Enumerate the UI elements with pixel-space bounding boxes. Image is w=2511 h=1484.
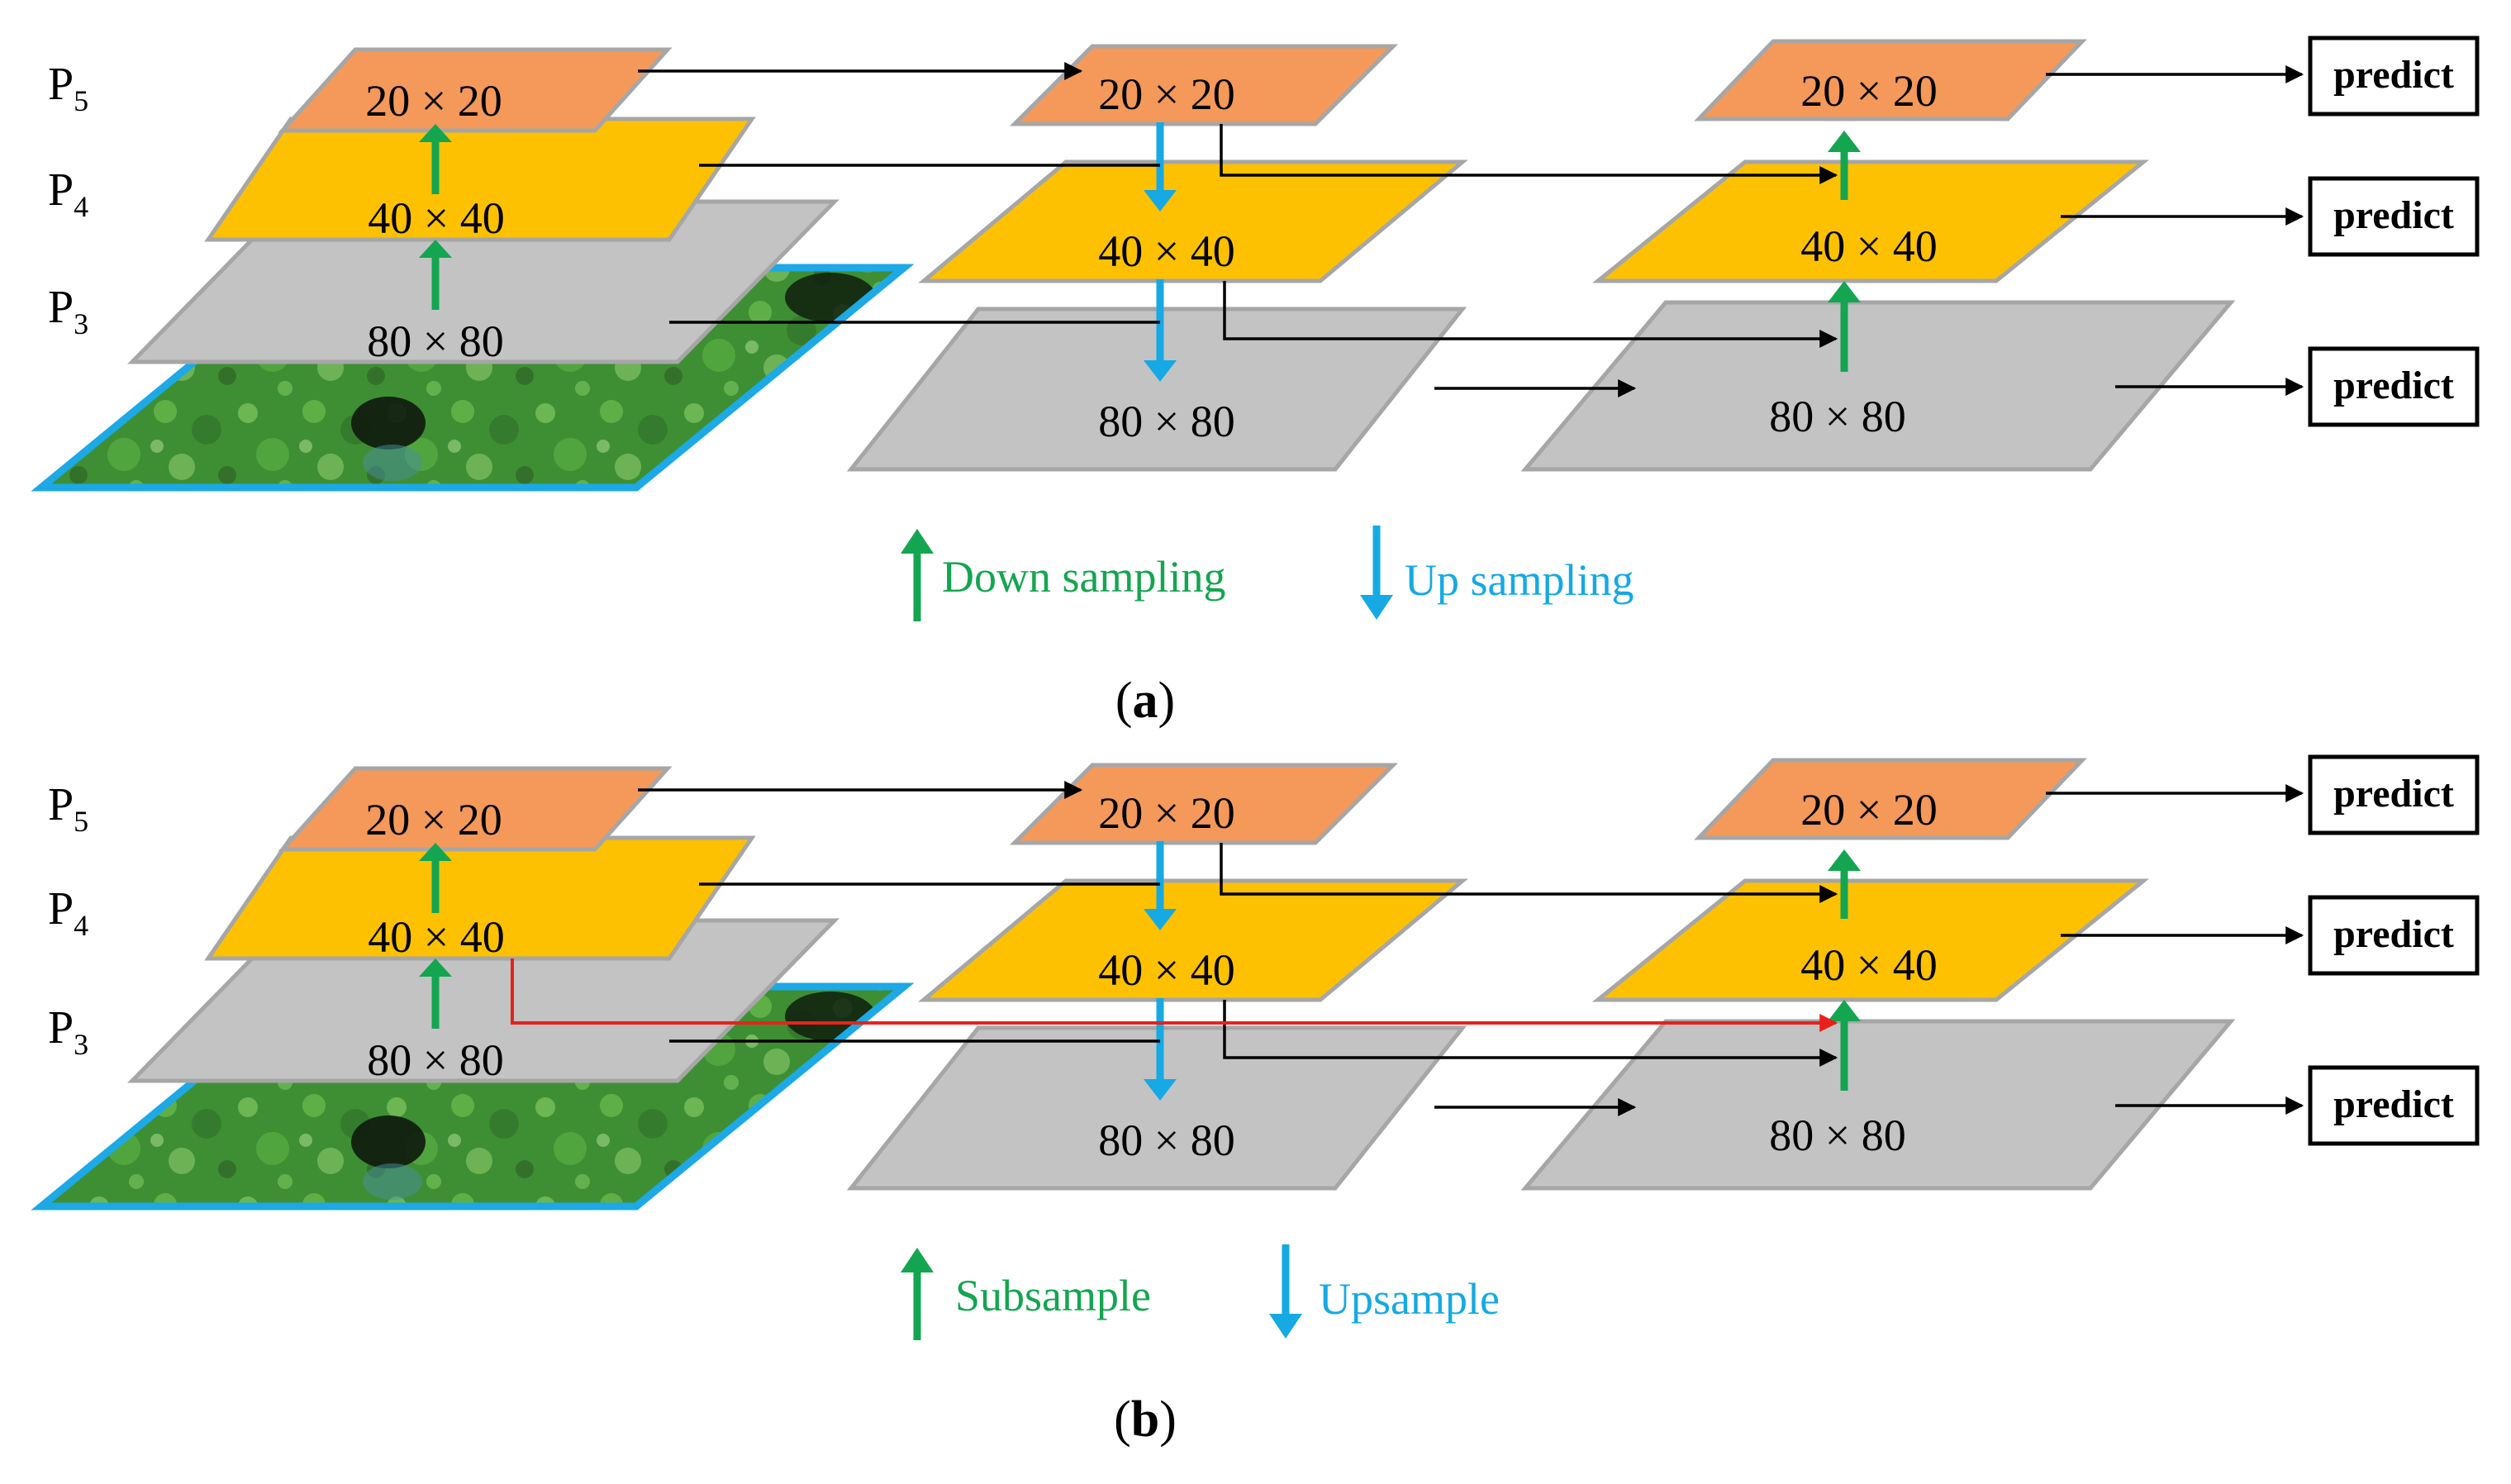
legend-up-label: Upsample xyxy=(1319,1274,1500,1324)
predict-box-p5: predict xyxy=(2308,754,2480,835)
topdown-p3-size: 80 × 80 xyxy=(1098,397,1234,446)
backbone-p3-size: 80 × 80 xyxy=(367,1035,503,1085)
bottomup-p4-plane xyxy=(1591,159,2150,283)
topdown-p3-plane xyxy=(846,1025,1467,1191)
bottomup-p4-plane xyxy=(1591,878,2150,1002)
backbone-p5-plane xyxy=(278,47,673,133)
svg-text:predict: predict xyxy=(2333,53,2454,97)
topdown-p5-size: 20 × 20 xyxy=(1098,788,1234,838)
blue-down-arrow-icon xyxy=(1144,1079,1177,1101)
level-label-p3: P3 xyxy=(48,1002,88,1061)
svg-text:predict: predict xyxy=(2333,772,2454,816)
bottomup-p4-size: 40 × 40 xyxy=(1800,221,1937,271)
bottomup-p5-size: 20 × 20 xyxy=(1800,785,1937,835)
bottomup-p5-size: 20 × 20 xyxy=(1800,66,1937,116)
lateral-connections xyxy=(638,781,2304,1116)
panel-b: P5 P4 P3 20 × 20 40 × 40 80 × 80 20 × 20 xyxy=(31,754,2480,1448)
bottomup-p3-size: 80 × 80 xyxy=(1769,1111,1905,1160)
legend-b: Subsample Upsample xyxy=(901,1244,1500,1340)
predict-box-p4: predict xyxy=(2308,176,2480,257)
predict-box-p3: predict xyxy=(2308,1065,2480,1146)
green-up-arrow-icon xyxy=(419,843,452,861)
skip-connection-arrow xyxy=(511,958,1838,1032)
predict-box-p3: predict xyxy=(2308,346,2480,427)
topdown-p5-plane xyxy=(1009,44,1399,126)
green-up-arrow-icon xyxy=(1828,849,1861,871)
green-up-arrow-icon xyxy=(1828,281,1861,302)
level-label-p4: P4 xyxy=(48,883,88,942)
svg-text:predict: predict xyxy=(2333,364,2454,407)
topdown-p3-plane xyxy=(846,307,1467,472)
blue-down-arrow-icon xyxy=(1144,909,1177,930)
panel-a: P5 P4 P3 20 × 20 40 × 40 80 × 80 20 × 20 xyxy=(31,36,2480,729)
blue-down-arrow-icon xyxy=(1144,360,1177,382)
blue-down-arrow-icon xyxy=(1144,190,1177,212)
svg-text:predict: predict xyxy=(2333,912,2454,956)
legend-down-label: Subsample xyxy=(955,1271,1151,1320)
topdown-p4-plane xyxy=(918,159,1468,283)
blue-down-arrow-icon xyxy=(1269,1314,1302,1339)
backbone-p5-size: 20 × 20 xyxy=(365,795,502,844)
predict-box-p4: predict xyxy=(2308,895,2480,976)
green-up-arrow-icon xyxy=(419,124,452,142)
bottomup-p3-size: 80 × 80 xyxy=(1769,392,1905,441)
legend-down-label: Down sampling xyxy=(942,552,1226,602)
legend-a: Down sampling Up sampling xyxy=(901,526,1634,621)
backbone-p3-size: 80 × 80 xyxy=(367,316,503,366)
green-up-arrow-icon xyxy=(1828,131,1861,152)
predict-box-p5: predict xyxy=(2308,36,2480,117)
blue-down-arrow-icon xyxy=(1360,595,1393,620)
caption-a: (a) xyxy=(1115,673,1175,729)
topdown-p3-size: 80 × 80 xyxy=(1098,1115,1234,1165)
bottomup-p4-size: 40 × 40 xyxy=(1800,940,1937,990)
backbone-p4-size: 40 × 40 xyxy=(368,912,504,962)
green-up-arrow-icon xyxy=(419,958,452,977)
topdown-p5-size: 20 × 20 xyxy=(1098,69,1234,119)
topdown-p4-plane xyxy=(918,878,1468,1002)
caption-b: (b) xyxy=(1114,1391,1177,1448)
bottomup-p5-plane xyxy=(1694,758,2087,840)
level-label-p5: P5 xyxy=(48,59,88,117)
green-up-arrow-icon xyxy=(901,529,934,554)
lateral-connections xyxy=(638,62,2304,397)
level-label-p5: P5 xyxy=(48,779,88,838)
backbone-p4-size: 40 × 40 xyxy=(368,193,504,243)
svg-text:predict: predict xyxy=(2333,193,2454,237)
green-up-arrow-icon xyxy=(1828,1000,1861,1021)
green-up-arrow-icon xyxy=(901,1248,934,1272)
bottomup-p5-plane xyxy=(1694,39,2087,121)
svg-text:predict: predict xyxy=(2333,1082,2454,1126)
green-up-arrow-icon xyxy=(419,240,452,258)
backbone-p5-size: 20 × 20 xyxy=(365,76,502,126)
legend-up-label: Up sampling xyxy=(1405,555,1634,605)
topdown-p4-size: 40 × 40 xyxy=(1098,226,1234,276)
level-label-p3: P3 xyxy=(48,282,88,340)
topdown-p4-size: 40 × 40 xyxy=(1098,945,1234,995)
backbone-p5-plane xyxy=(278,766,673,852)
level-label-p4: P4 xyxy=(48,164,88,223)
topdown-p5-plane xyxy=(1009,763,1399,845)
